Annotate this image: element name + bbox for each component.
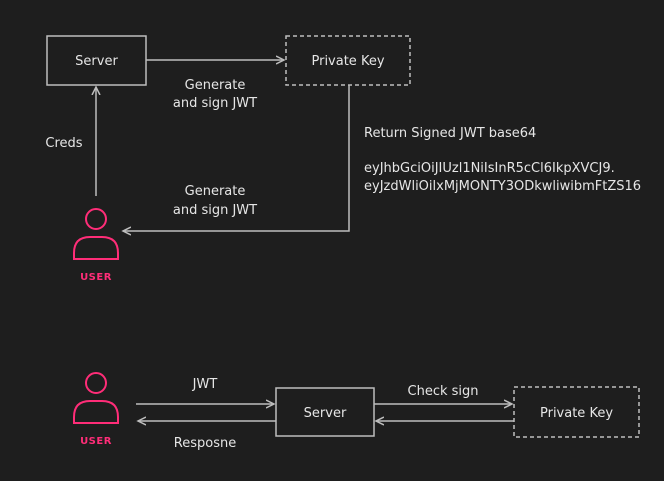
return-note-token-line1: eyJhbGciOiJIUzl1NiIsInR5cCl6IkpXVCJ9. — [364, 161, 615, 176]
bottom-server-node: Server — [275, 387, 375, 437]
top-private-key-node: Private Key — [285, 35, 411, 86]
bottom-private-key-box — [513, 386, 640, 438]
top-server-label: Server — [75, 54, 118, 69]
bottom-server-label: Server — [304, 406, 347, 421]
bottom-server-box — [275, 387, 375, 437]
arrow-key-to-user — [123, 85, 350, 231]
return-note-title: Return Signed JWT base64 — [364, 126, 536, 141]
top-user-label: USER — [80, 272, 112, 283]
return-note-token-line2: eyJzdWliOilxMjMONTY3ODkwliwibmFtZS16 — [364, 179, 641, 194]
arrow-key-to-user-label-line1: Generate — [185, 184, 246, 199]
bottom-user-label: USER — [80, 436, 112, 447]
top-private-key-box — [285, 35, 411, 86]
arrow-key-to-user-label-line2: and sign JWT — [173, 203, 257, 218]
arrow-server-to-key-label-line1: Generate — [185, 78, 246, 93]
top-user-node: USER — [73, 208, 119, 283]
bottom-private-key-node: Private Key — [513, 386, 640, 438]
arrow-jwt-label: JWT — [192, 377, 218, 392]
user-icon — [73, 208, 119, 260]
bottom-private-key-label: Private Key — [540, 406, 613, 421]
arrow-check-sign-label: Check sign — [408, 384, 479, 399]
arrow-response-label: Resposne — [174, 436, 236, 451]
top-server-node: Server — [46, 35, 147, 86]
user-icon — [73, 372, 119, 424]
top-private-key-label: Private Key — [311, 54, 384, 69]
arrow-creds-label: Creds — [45, 136, 82, 151]
bottom-user-node: USER — [73, 372, 119, 447]
arrow-server-to-key-label-line2: and sign JWT — [173, 96, 257, 111]
